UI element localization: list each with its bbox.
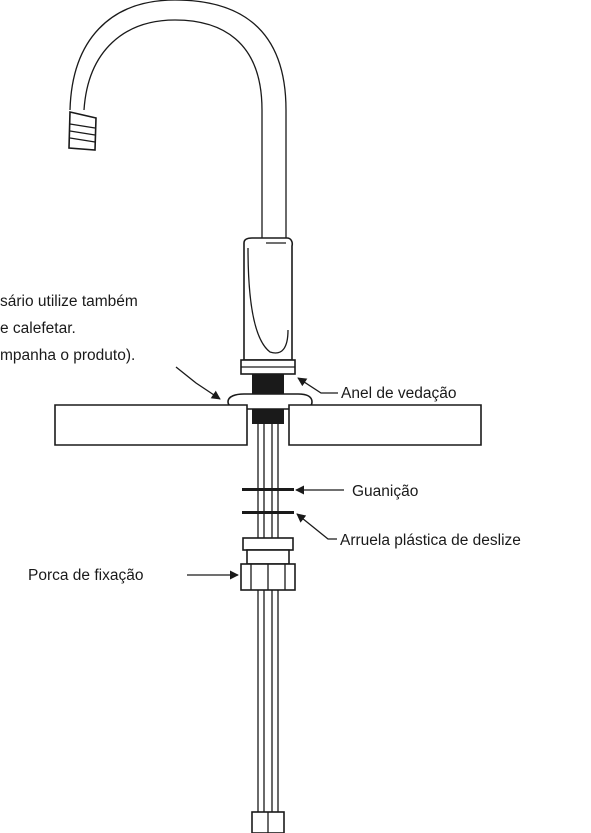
faucet-spout <box>68 0 287 242</box>
gasket-rings <box>242 488 294 514</box>
note-line-1: sário utilize também <box>0 293 138 310</box>
callout-arruela-leader <box>296 513 337 540</box>
countertop <box>54 404 482 446</box>
fixing-nut <box>240 537 296 591</box>
callout-anel-label: Anel de vedação <box>341 385 456 402</box>
callout-anel: Anel de vedação <box>297 377 456 402</box>
note-line-3: mpanha o produto). <box>0 347 135 364</box>
callout-porca-label: Porca de fixação <box>28 567 143 584</box>
callout-arruela-label: Arruela plástica de deslize <box>340 532 521 549</box>
callout-guanicao: Guanição <box>295 483 418 500</box>
aerator <box>68 111 97 151</box>
installation-note: sário utilize também e calefetar. mpanha… <box>0 293 221 400</box>
callout-anel-leader <box>297 377 338 394</box>
callout-guanicao-label: Guanição <box>352 483 418 500</box>
supply-hoses <box>251 424 285 833</box>
note-line-2: e calefetar. <box>0 320 76 337</box>
note-leader-line <box>175 366 221 400</box>
faucet-body <box>240 237 296 375</box>
callout-arruela: Arruela plástica de deslize <box>296 513 521 549</box>
callout-porca: Porca de fixação <box>28 567 239 584</box>
